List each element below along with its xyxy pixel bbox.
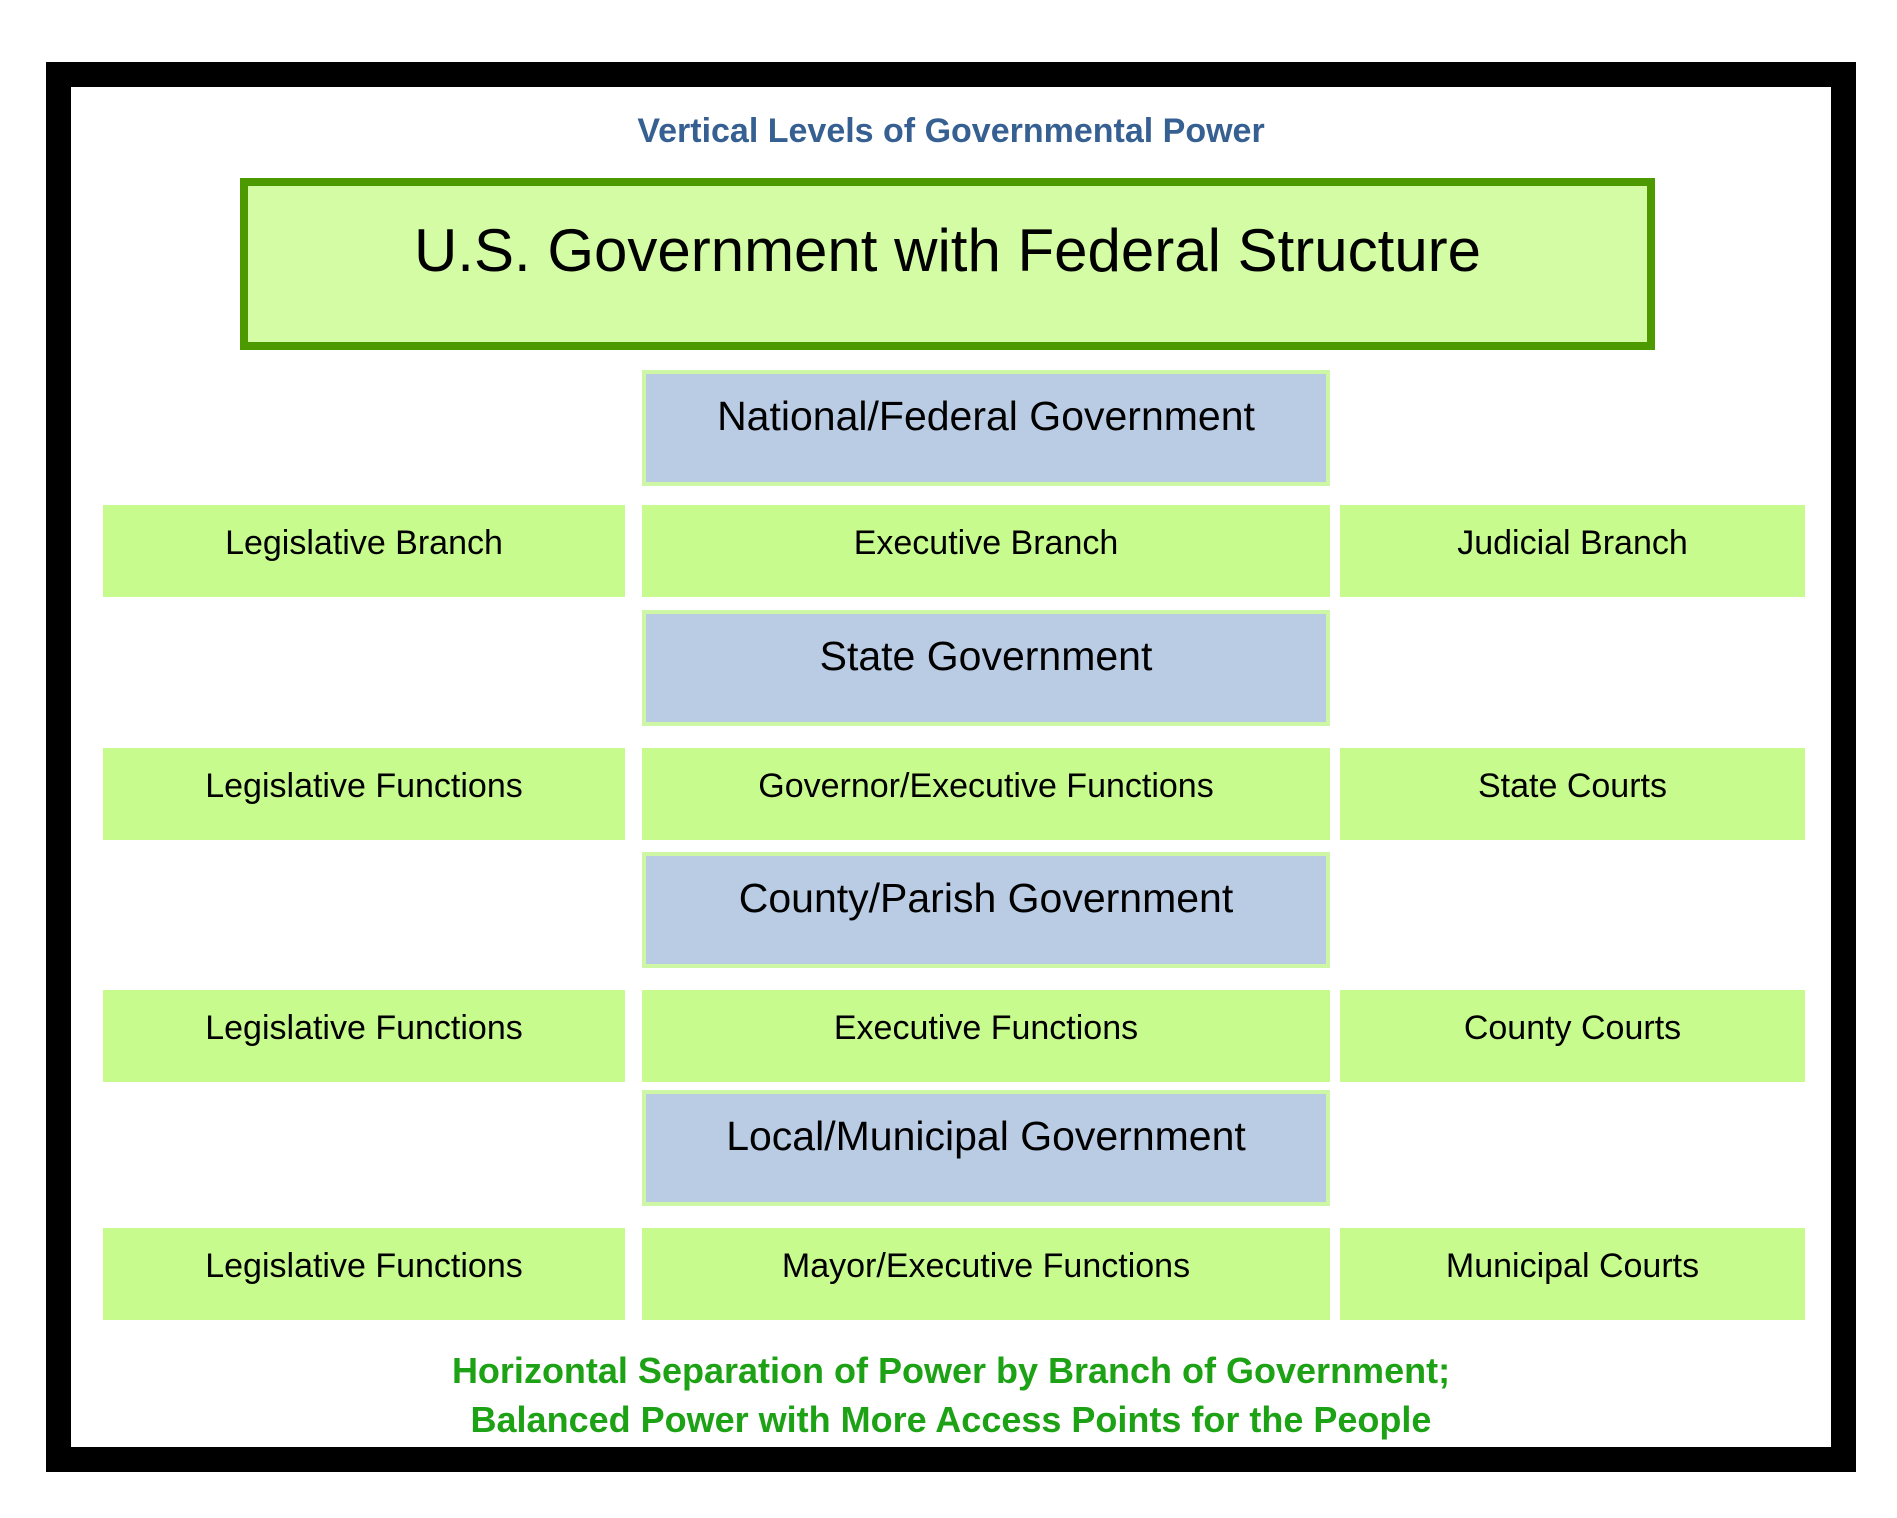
caption-line-1: Horizontal Separation of Power by Branch… bbox=[451, 1350, 1451, 1391]
level-box-county-parish-government: County/Parish Government bbox=[642, 852, 1330, 968]
cell-municipal-courts: Municipal Courts bbox=[1340, 1228, 1805, 1320]
bottom-caption: Horizontal Separation of Power by Branch… bbox=[46, 1346, 1856, 1444]
caption-line-2: Balanced Power with More Access Points f… bbox=[470, 1399, 1432, 1440]
main-title: U.S. Government with Federal Structure bbox=[413, 216, 1482, 284]
cell-governor-executive-functions: Governor/Executive Functions bbox=[642, 748, 1330, 840]
main-title-box: U.S. Government with Federal Structure bbox=[240, 178, 1655, 350]
cell-county-courts: County Courts bbox=[1340, 990, 1805, 1082]
vertical-levels-subtitle: Vertical Levels of Governmental Power bbox=[637, 112, 1265, 150]
level-box-state-government: State Government bbox=[642, 610, 1330, 726]
cell-state-legislative-functions: Legislative Functions bbox=[103, 748, 625, 840]
cell-state-courts: State Courts bbox=[1340, 748, 1805, 840]
cell-judicial-branch: Judicial Branch bbox=[1340, 505, 1805, 597]
cell-municipal-legislative-functions: Legislative Functions bbox=[103, 1228, 625, 1320]
cell-county-legislative-functions: Legislative Functions bbox=[103, 990, 625, 1082]
cell-mayor-executive-functions: Mayor/Executive Functions bbox=[642, 1228, 1330, 1320]
cell-legislative-branch: Legislative Branch bbox=[103, 505, 625, 597]
level-box-local-municipal-government: Local/Municipal Government bbox=[642, 1090, 1330, 1206]
cell-executive-branch: Executive Branch bbox=[642, 505, 1330, 597]
cell-county-executive-functions: Executive Functions bbox=[642, 990, 1330, 1082]
level-box-national-federal-government: National/Federal Government bbox=[642, 370, 1330, 486]
